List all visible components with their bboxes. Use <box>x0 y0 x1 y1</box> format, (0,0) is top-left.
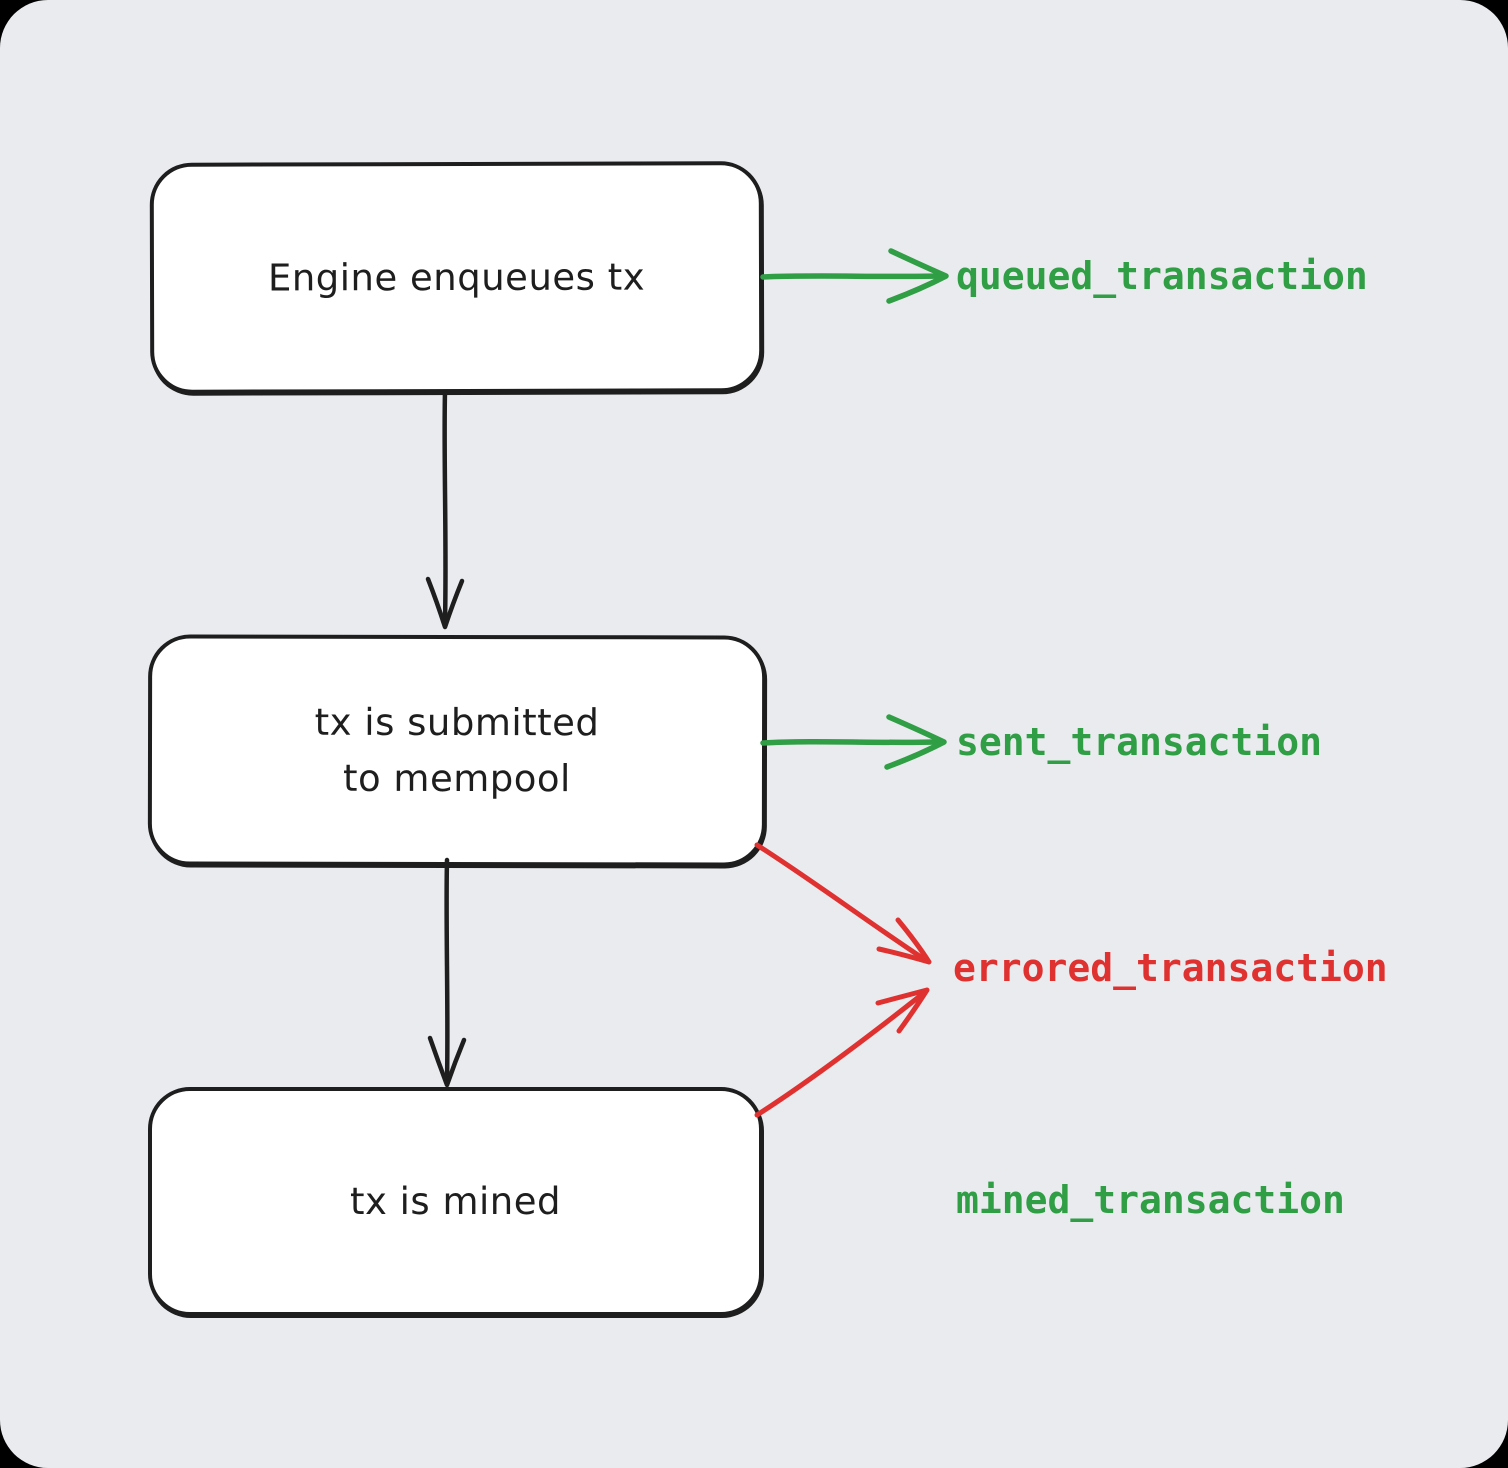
node-tx-is-mined: tx is mined <box>148 1087 763 1316</box>
node-label: Engine enqueues tx <box>267 255 646 300</box>
event-label-errored-transaction: errored_transaction <box>953 946 1388 990</box>
arrow-diagonal-red-icon <box>754 842 932 965</box>
event-label-queued-transaction: queued_transaction <box>956 254 1368 298</box>
node-engine-enqueues-tx: Engine enqueues tx <box>149 161 764 394</box>
arrow-down-icon <box>427 857 467 1088</box>
event-label-sent-transaction: sent_transaction <box>956 720 1323 764</box>
arrow-diagonal-red-icon <box>754 987 930 1118</box>
node-tx-submitted-to-mempool: tx is submitted to mempool <box>147 634 767 867</box>
arrow-down-icon <box>425 389 465 630</box>
node-label: tx is submitted to mempool <box>314 700 600 800</box>
node-label: tx is mined <box>349 1179 561 1223</box>
arrow-right-green-icon <box>760 248 949 304</box>
arrow-right-green-icon <box>760 714 947 770</box>
event-label-mined-transaction: mined_transaction <box>956 1178 1345 1222</box>
